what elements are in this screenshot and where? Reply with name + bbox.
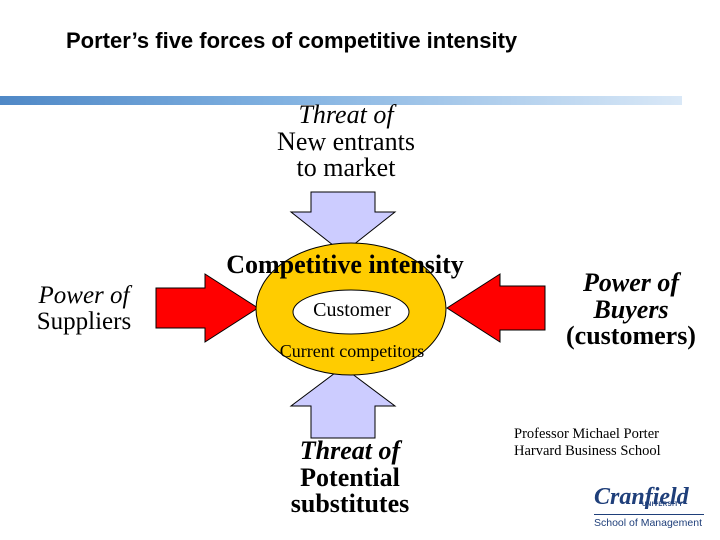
suppliers-label: Power of Suppliers [14,283,154,334]
substitutes-line3: substitutes [290,489,410,519]
customer-ellipse [292,289,410,335]
substitutes-label: Threat of Potential substitutes [250,436,450,519]
logo-divider [594,514,704,515]
attribution-name: Professor Michael Porter [514,426,659,442]
substitutes-line2: Potential [300,462,400,492]
new-entrants-label: Threat of New entrants to market [236,100,456,183]
buyers-arrow [446,273,546,343]
substitutes-arrow [289,366,397,439]
buyers-line2: Buyers [593,294,669,324]
buyers-line1: Power of [582,268,680,297]
current-competitors-label: Current competitors [279,341,425,361]
customer-label: Customer [313,299,391,321]
cranfield-logo: Cranfield [594,484,689,510]
competitive-intensity-label: Competitive intensity [226,250,464,279]
suppliers-line1: Power of [38,282,130,309]
new-entrants-line3: to market [296,153,396,183]
buyers-line3: (customers) [566,321,696,351]
title-underline-bar [0,96,682,105]
new-entrants-line1: Threat of [298,100,394,129]
cranfield-logo-tag: UNIVERSITY [642,502,684,508]
suppliers-line2: Suppliers [36,307,132,335]
substitutes-line1: Threat of [299,436,401,465]
cranfield-logo-subtitle: School of Management [594,517,702,529]
new-entrants-line2: New entrants [277,126,415,156]
page-title: Porter’s five forces of competitive inte… [66,28,518,53]
new-entrants-arrow [289,191,397,254]
buyers-label: Power of Buyers (customers) [548,268,714,351]
suppliers-arrow [155,273,259,343]
attribution: Professor Michael Porter Harvard Busines… [514,426,661,461]
attribution-institution: Harvard Business School [514,443,661,460]
